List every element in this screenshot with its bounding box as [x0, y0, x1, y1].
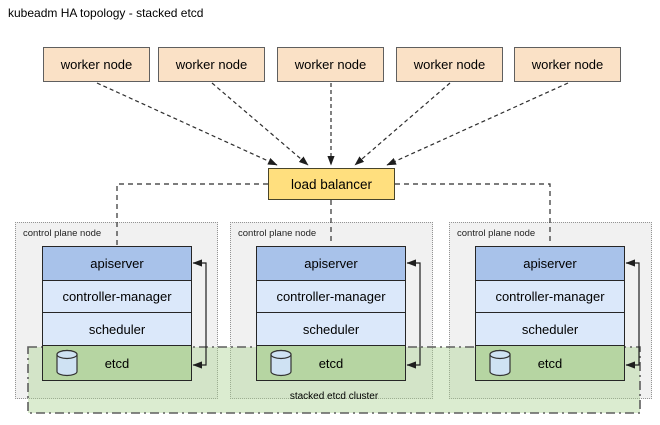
scheduler-box: scheduler — [43, 312, 191, 345]
database-cylinder-icon — [489, 349, 511, 377]
controller-manager-box: controller-manager — [476, 280, 624, 312]
apiserver-box: apiserver — [476, 247, 624, 280]
etcd-box: etcd — [43, 345, 191, 380]
worker-node-label: worker node — [175, 57, 248, 72]
apiserver-box: apiserver — [257, 247, 405, 280]
worker-node-label: worker node — [531, 57, 604, 72]
scheduler-label: scheduler — [302, 321, 360, 337]
apiserver-label: apiserver — [304, 256, 358, 271]
worker-node-label: worker node — [60, 57, 133, 72]
worker-node-label: worker node — [294, 57, 367, 72]
etcd-label: etcd — [318, 355, 344, 371]
controller-manager-box: controller-manager — [43, 280, 191, 312]
scheduler-label: scheduler — [521, 321, 579, 337]
scheduler-box: scheduler — [476, 312, 624, 345]
worker-node-label: worker node — [413, 57, 486, 72]
controller-manager-label: controller-manager — [495, 289, 605, 304]
controller-manager-label: controller-manager — [62, 289, 172, 304]
apiserver-box: apiserver — [43, 247, 191, 280]
database-cylinder-icon — [56, 349, 78, 377]
etcd-label: etcd — [104, 355, 130, 371]
etcd-box: etcd — [476, 345, 624, 380]
worker-node-3: worker node — [277, 47, 384, 82]
controller-manager-label: controller-manager — [276, 289, 386, 304]
diagram-title: kubeadm HA topology - stacked etcd — [8, 6, 204, 20]
etcd-label: etcd — [537, 355, 563, 371]
database-cylinder-icon — [270, 349, 292, 377]
etcd-box: etcd — [257, 345, 405, 380]
apiserver-label: apiserver — [523, 256, 577, 271]
control-plane-node-label: control plane node — [23, 228, 102, 239]
apiserver-label: apiserver — [90, 256, 144, 271]
worker-node-2: worker node — [158, 47, 265, 82]
controller-manager-box: controller-manager — [257, 280, 405, 312]
component-stack-2: apiserver controller-manager scheduler e… — [256, 246, 406, 381]
component-stack-1: apiserver controller-manager scheduler e… — [42, 246, 192, 381]
load-balancer: load balancer — [268, 168, 395, 200]
worker-node-1: worker node — [43, 47, 150, 82]
scheduler-box: scheduler — [257, 312, 405, 345]
control-plane-node-label: control plane node — [238, 228, 317, 239]
worker-node-5: worker node — [514, 47, 621, 82]
component-stack-3: apiserver controller-manager scheduler e… — [475, 246, 625, 381]
stacked-etcd-cluster-label: stacked etcd cluster — [289, 391, 379, 402]
scheduler-label: scheduler — [88, 321, 146, 337]
worker-node-4: worker node — [396, 47, 503, 82]
load-balancer-label: load balancer — [290, 176, 373, 192]
